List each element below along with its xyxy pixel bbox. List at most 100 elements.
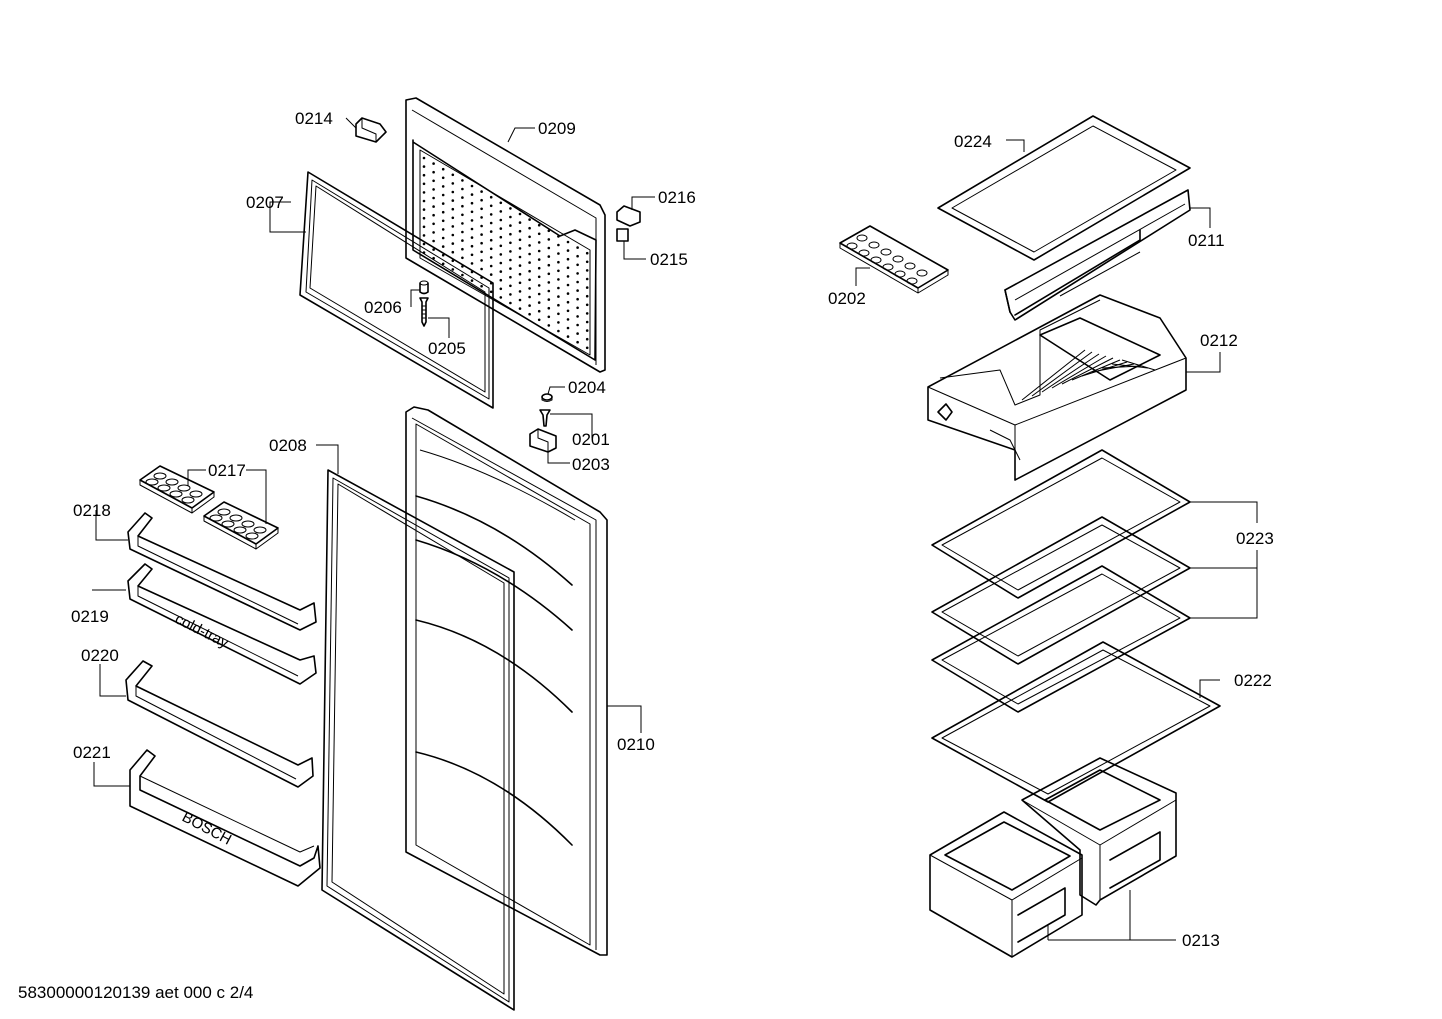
panel-dot <box>432 222 435 226</box>
freezer-door-gasket <box>299 171 494 409</box>
panel-dot <box>585 320 589 324</box>
label-0222: 0222 <box>1234 671 1272 690</box>
panel-dot <box>557 243 560 247</box>
panel-dot <box>518 290 522 293</box>
panel-dot <box>509 250 512 253</box>
panel-dot <box>547 246 551 250</box>
panel-dot <box>441 193 445 197</box>
label-0211: 0211 <box>1188 231 1225 250</box>
label-0202: 0202 <box>828 289 866 308</box>
panel-dot <box>537 318 541 322</box>
panel-dot <box>585 312 589 315</box>
glass-shelf-2 <box>931 516 1191 665</box>
part-labels: 0214 0209 0207 0216 0215 0206 0205 0204 … <box>71 109 1274 950</box>
panel-dot <box>470 236 474 239</box>
panel-dot <box>432 170 435 174</box>
panel-dot <box>547 315 551 319</box>
panel-dot <box>470 244 474 248</box>
panel-dot <box>499 253 503 256</box>
panel-dot <box>585 294 589 298</box>
panel-dot <box>499 244 503 248</box>
panel-dot <box>480 198 483 202</box>
hinge-cover-top <box>355 117 387 143</box>
panel-dot <box>585 260 589 264</box>
label-0224: 0224 <box>954 132 992 151</box>
ice-cell <box>856 234 868 242</box>
panel-dot <box>528 269 531 273</box>
panel-dot <box>422 199 426 203</box>
panel-dot <box>547 263 551 267</box>
panel-dot <box>576 280 579 284</box>
panel-dot <box>566 266 570 270</box>
panel-dot <box>441 245 445 248</box>
panel-dot <box>432 239 435 243</box>
label-0209: 0209 <box>538 119 576 138</box>
panel-dot <box>518 307 522 310</box>
panel-dot <box>499 287 503 291</box>
panel-dot <box>509 267 512 270</box>
panel-dot <box>441 176 445 180</box>
ice-cube-cells <box>846 234 928 285</box>
hinge-washer <box>541 393 553 402</box>
panel-dot <box>547 281 551 284</box>
panel-dot <box>557 321 560 324</box>
panel-dot <box>518 255 522 259</box>
panel-dot <box>461 222 464 225</box>
panel-dot <box>585 303 589 307</box>
drawer-rib <box>1031 351 1093 397</box>
glass-shelf-4 <box>931 641 1221 803</box>
panel-dot <box>422 191 426 194</box>
fridge-door-gasket <box>321 469 515 1011</box>
panel-dot <box>441 167 445 171</box>
panel-dot <box>518 221 522 224</box>
ice-cell <box>882 263 894 271</box>
panel-dot <box>470 253 474 257</box>
panel-dot <box>518 212 522 216</box>
label-0223: 0223 <box>1236 529 1274 548</box>
panel-dot <box>518 229 522 233</box>
panel-dot <box>585 329 589 332</box>
panel-dot <box>422 165 426 168</box>
panel-dot <box>509 275 512 279</box>
panel-dot <box>566 309 570 313</box>
panel-dot <box>557 260 560 264</box>
panel-dot <box>489 247 493 251</box>
glass-shelf-1 <box>931 449 1191 599</box>
ice-cell <box>868 241 880 249</box>
panel-dot <box>566 292 570 295</box>
panel-dot <box>576 263 579 267</box>
panel-dot <box>422 182 426 186</box>
panel-dot <box>528 218 531 221</box>
panel-dot <box>422 156 426 160</box>
label-0205: 0205 <box>428 339 466 358</box>
panel-dot <box>441 262 445 266</box>
hinge-cap <box>616 228 629 242</box>
label-0214: 0214 <box>295 109 333 128</box>
panel-dot <box>422 173 426 177</box>
drawer-rib <box>1081 361 1128 377</box>
drawer-rib <box>1041 353 1100 393</box>
panel-dot <box>576 297 579 301</box>
panel-dot <box>537 249 541 253</box>
panel-dot <box>518 272 522 276</box>
panel-dot <box>528 295 531 299</box>
panel-dot <box>489 273 493 276</box>
panel-dot <box>528 226 531 230</box>
panel-dot <box>557 278 560 281</box>
panel-dot <box>422 225 426 229</box>
crisper-drawer-left <box>929 811 1083 958</box>
panel-dot <box>461 204 464 208</box>
panel-dot <box>489 221 493 225</box>
panel-dot <box>537 309 541 313</box>
glass-shelf-3 <box>931 565 1191 713</box>
panel-dot <box>557 312 560 316</box>
door-shelf-3 <box>125 660 314 788</box>
panel-dot <box>509 293 512 296</box>
panel-dot <box>422 208 426 211</box>
panel-dot <box>537 301 541 304</box>
label-0201: 0201 <box>572 430 610 449</box>
freezer-door-panel <box>405 97 606 373</box>
panel-dot <box>566 240 570 244</box>
egg-tray-lower <box>203 501 279 550</box>
label-0213: 0213 <box>1182 931 1220 950</box>
